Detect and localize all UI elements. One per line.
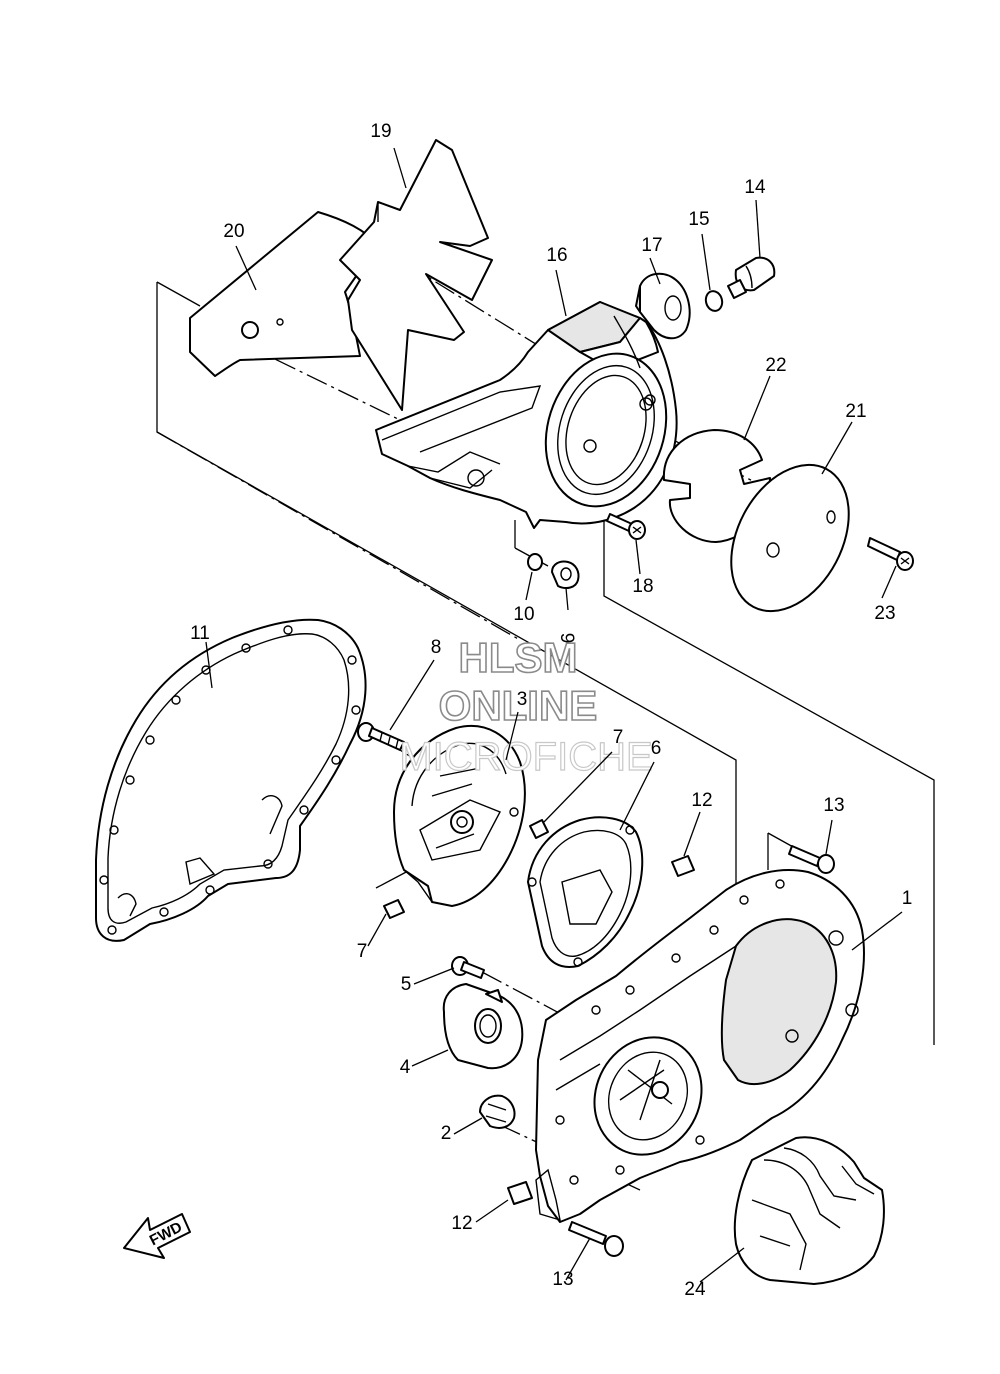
watermark-line2: ONLINE (439, 682, 598, 729)
callout-12-lower: 12 (451, 1213, 472, 1234)
part-15-o-ring (704, 290, 724, 312)
part-13-bolt-upper (788, 845, 835, 874)
assembly-box-lower (375, 832, 796, 889)
gasket-bolt-holes (99, 625, 361, 935)
part-20-cover-plate (189, 211, 379, 377)
part-1-crankcase-cover (535, 869, 865, 1223)
part-17-guide (635, 272, 691, 340)
part-6-gasket (527, 816, 644, 968)
callout-13-lower: 13 (552, 1269, 573, 1290)
callout-2: 2 (441, 1123, 452, 1144)
callout-4: 4 (400, 1057, 411, 1078)
part-2-plug (479, 1094, 516, 1129)
fwd-arrow-icon: FWD (123, 1213, 191, 1259)
part-8-bolt (357, 722, 405, 751)
part-16-duct-cover (375, 301, 678, 529)
part-3-housing (393, 724, 526, 907)
part-7-dowel-upper (529, 819, 549, 839)
part-5-bolt (451, 956, 485, 979)
callout-14: 14 (744, 177, 766, 198)
part-19-shield (339, 139, 493, 411)
part-9-plug (551, 560, 580, 589)
callout-7-lower: 7 (357, 941, 368, 962)
part-11-gasket (95, 618, 367, 942)
callout-22: 22 (765, 355, 786, 376)
watermark-line1: HLSM (459, 634, 578, 681)
part-18-screw (606, 513, 646, 540)
part-21-plate (730, 463, 850, 613)
callout-20: 20 (223, 221, 244, 242)
callout-13-upper: 13 (823, 795, 844, 816)
callout-7-upper: 7 (613, 727, 624, 748)
callout-17: 17 (641, 235, 662, 256)
part-24-protector (733, 1136, 885, 1285)
callout-12-upper: 12 (691, 790, 712, 811)
callout-8: 8 (431, 637, 442, 658)
part-4-plate (442, 983, 524, 1070)
callout-3: 3 (517, 689, 528, 710)
part-12-dowel-upper (671, 855, 695, 877)
callout-23: 23 (874, 603, 895, 624)
watermark: HLSM ONLINE MICROFICHE (399, 633, 654, 779)
part-12-dowel-lower (507, 1181, 533, 1205)
part-14-plug (727, 256, 776, 299)
cover-bolt-bosses (555, 879, 785, 1185)
leader-lines (205, 147, 903, 1283)
part-7-dowel-lower (383, 899, 405, 919)
callout-19: 19 (370, 121, 391, 142)
callout-16: 16 (546, 245, 567, 266)
callout-10: 10 (513, 604, 534, 625)
callout-9: 9 (556, 633, 577, 644)
callout-6: 6 (651, 738, 662, 759)
watermark-line3: MICROFICHE (399, 735, 652, 779)
callout-21: 21 (845, 401, 866, 422)
callout-labels: 1 2 3 4 5 6 7 7 8 9 10 11 12 12 13 13 14… (190, 121, 912, 1300)
part-13-bolt-lower (568, 1221, 624, 1257)
callout-15: 15 (688, 209, 709, 230)
callout-24: 24 (684, 1279, 706, 1300)
part-23-screw (867, 537, 914, 571)
callout-5: 5 (401, 974, 412, 995)
part-10-o-ring (527, 553, 543, 571)
callout-18: 18 (632, 576, 653, 597)
callout-11: 11 (190, 623, 210, 644)
callout-1: 1 (902, 888, 913, 909)
